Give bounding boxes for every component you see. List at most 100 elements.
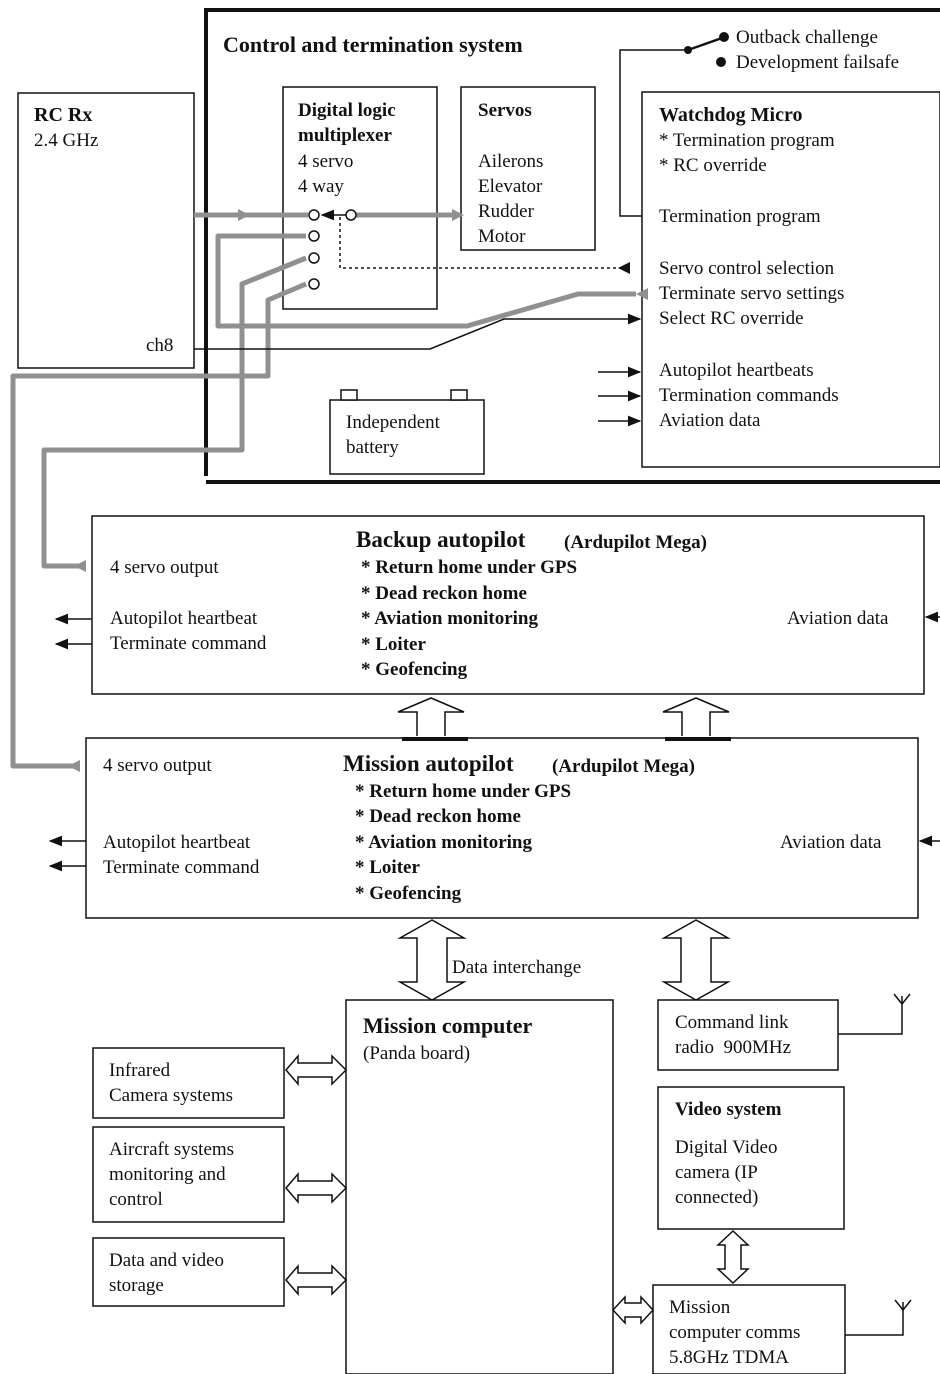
backup-feature: * Loiter	[361, 634, 426, 655]
watchdog-terminate-servo: Terminate servo settings	[659, 283, 845, 304]
mission-feature: * Return home under GPS	[355, 781, 572, 802]
watchdog-box	[641, 91, 940, 468]
mission-feature: * Geofencing	[355, 883, 462, 904]
servo-wire-watchdog	[215, 233, 636, 329]
termination-switch-line	[619, 49, 688, 217]
servo-select-arrow	[618, 262, 630, 274]
mission-output-arrows	[48, 835, 940, 872]
servo-item: Motor	[478, 226, 526, 247]
comms-label: Mission computer comms 5.8GHz TDMA	[669, 1297, 801, 1368]
servo-item: Ailerons	[478, 151, 544, 172]
backup-feature: * Geofencing	[361, 659, 468, 680]
backup-output-terminate: Terminate command	[110, 633, 267, 654]
video-system-body: Digital Video camera (IP connected)	[675, 1137, 778, 1208]
servos-title: Servos	[478, 100, 532, 121]
rc-rx-frequency: 2.4 GHz	[34, 130, 99, 151]
mission-computer-subtitle: (Panda board)	[363, 1043, 471, 1064]
switch-option-failsafe: Development failsafe	[736, 52, 900, 73]
servo-wire-arrows	[68, 209, 648, 772]
battery-terminal-right	[450, 389, 468, 401]
aircraft-systems-label: Aircraft systems monitoring and control	[109, 1139, 235, 1210]
storage-box	[92, 1237, 285, 1307]
ch8-line	[194, 313, 642, 350]
backup-feature: * Dead reckon home	[361, 583, 527, 604]
storage-arrow	[285, 1263, 348, 1297]
switch-blade	[687, 36, 723, 52]
backup-output-heartbeat: Autopilot heartbeat	[110, 608, 258, 629]
aircraft-systems-box	[92, 1126, 285, 1223]
watchdog-input: Autopilot heartbeats	[659, 360, 814, 381]
switch-contact-2	[716, 57, 726, 67]
data-interchange-arrow-right	[661, 919, 731, 1001]
rc-rx-title: RC Rx	[34, 104, 93, 126]
servo-wire-backup	[41, 255, 307, 569]
backup-output-arrows	[54, 611, 940, 650]
mux-contacts	[308, 209, 357, 290]
rc-rx-ch8: ch8	[146, 335, 174, 356]
watchdog-termination-program: Termination program	[659, 206, 821, 227]
watchdog-select-rc: Select RC override	[659, 308, 804, 329]
command-link-label: Command link radio 900MHz	[675, 1012, 792, 1058]
mission-feature: * Dead reckon home	[355, 806, 521, 827]
control-system-border	[204, 8, 940, 476]
data-interchange-arrow-left	[397, 919, 467, 1001]
switch-option-outback: Outback challenge	[736, 27, 878, 48]
backup-aviation-data: Aviation data	[787, 608, 889, 629]
comms-arrow	[611, 1295, 655, 1325]
watchdog-input-arrows	[598, 366, 642, 427]
servo-wires	[10, 212, 636, 769]
multiplexer-spec: 4 servo 4 way	[298, 151, 354, 197]
backup-autopilot-subtitle: (Ardupilot Mega)	[564, 532, 708, 553]
mission-computer-title: Mission computer	[363, 1013, 533, 1038]
servo-select-line	[339, 215, 628, 269]
antenna-icon	[838, 993, 911, 1035]
antenna-icon	[845, 1299, 912, 1336]
video-comms-arrow	[716, 1229, 750, 1285]
storage-label: Data and video storage	[109, 1250, 225, 1296]
mission-aviation-data: Aviation data	[780, 832, 882, 853]
mission-autopilot-subtitle: (Ardupilot Mega)	[552, 756, 696, 777]
servo-wire-mission	[10, 281, 307, 769]
backup-autopilot-title: Backup autopilot	[356, 527, 526, 552]
aircraft-arrow	[285, 1171, 348, 1205]
command-link-box	[657, 999, 839, 1071]
rc-rx-box	[17, 92, 195, 369]
servos-box	[460, 86, 596, 251]
backup-feature: * Aviation monitoring	[361, 608, 538, 629]
mission-autopilot-title: Mission autopilot	[343, 751, 514, 776]
multiplexer-box	[282, 86, 438, 310]
watchdog-feature: * RC override	[659, 155, 767, 176]
servo-item: Elevator	[478, 176, 543, 197]
mission-autopilot-box	[85, 737, 919, 919]
video-system-title: Video system	[675, 1099, 782, 1120]
up-arrow-left	[397, 697, 465, 736]
watchdog-input: Aviation data	[659, 410, 761, 431]
backup-autopilot-box	[91, 515, 925, 695]
mission-output-heartbeat: Autopilot heartbeat	[103, 832, 251, 853]
watchdog-servo-control: Servo control selection	[659, 258, 835, 279]
watchdog-feature: * Termination program	[659, 130, 835, 151]
backup-feature: * Return home under GPS	[361, 557, 578, 578]
infrared-box	[92, 1047, 285, 1119]
video-system-box	[657, 1086, 845, 1230]
servo-item: Rudder	[478, 201, 534, 222]
comms-box	[652, 1284, 846, 1374]
mission-feature: * Aviation monitoring	[355, 832, 532, 853]
watchdog-input: Termination commands	[659, 385, 839, 406]
infrared-camera-label: Infrared Camera systems	[109, 1060, 234, 1106]
backup-servo-output: 4 servo output	[110, 557, 219, 578]
battery-terminal-left	[340, 389, 358, 401]
control-system-title: Control and termination system	[223, 32, 523, 57]
up-arrow-right	[662, 697, 730, 736]
servos-list: Ailerons Elevator Rudder Motor	[478, 149, 543, 247]
mission-servo-output: 4 servo output	[103, 755, 212, 776]
data-interchange-label: Data interchange	[452, 957, 582, 978]
mission-feature: * Loiter	[355, 857, 420, 878]
battery-label: Independent battery	[346, 412, 440, 458]
watchdog-title: Watchdog Micro	[659, 104, 803, 126]
switch-contact-1	[719, 32, 729, 42]
multiplexer-title: Digital logic multiplexer	[298, 100, 396, 146]
battery-box	[329, 399, 485, 475]
infrared-arrow	[285, 1053, 348, 1087]
